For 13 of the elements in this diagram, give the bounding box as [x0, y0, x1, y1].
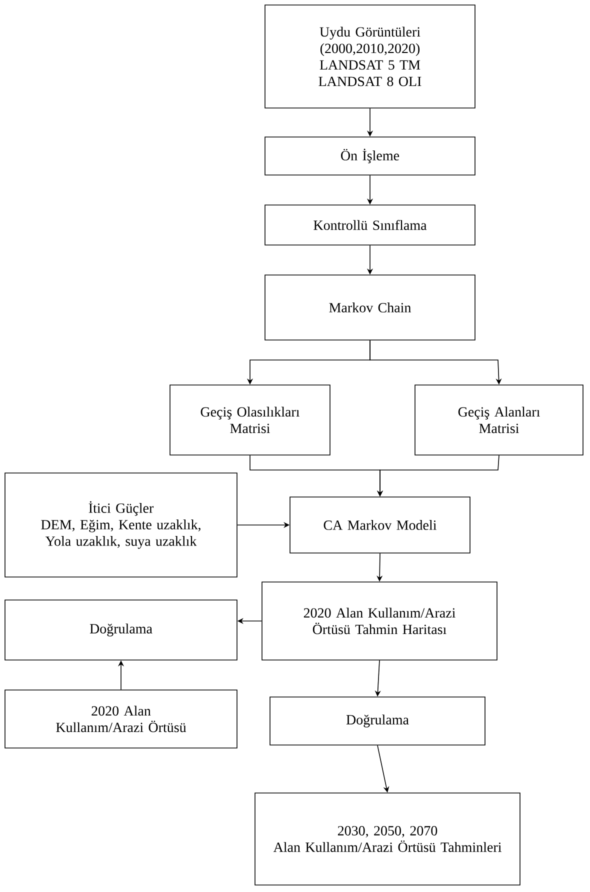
- process-box: Uydu Görüntüleri (2000,2010,2020) LANDSAT 5 TM LANDSAT 8 OLI: [264, 4, 476, 108]
- process-box: 2030, 2050, 2070 Alan Kullanım/Arazi Örtüsü Tahminleri: [254, 792, 520, 886]
- process-box: 2020 Alan Kullanım/Arazi Örtüsü: [4, 690, 238, 748]
- process-box: Geçiş Olasılıkları Matrisi: [170, 384, 330, 456]
- process-box: 2020 Alan Kullanım/Arazi Örtüsü Tahmin Haritası: [262, 582, 498, 660]
- process-box: İtici Güçler DEM, Eğim, Kente uzaklık, Yola uzaklık, suya uzaklık: [4, 472, 238, 578]
- process-box: Kontrollü Sınıflama: [264, 204, 476, 246]
- process-box: Geçiş Alanları Matrisi: [414, 384, 584, 456]
- process-box: Markov Chain: [264, 274, 476, 340]
- process-box: Doğrulama: [270, 696, 486, 746]
- process-box: Ön İşleme: [264, 136, 476, 176]
- process-box: CA Markov Modeli: [290, 496, 470, 554]
- process-box: Doğrulama: [4, 600, 238, 660]
